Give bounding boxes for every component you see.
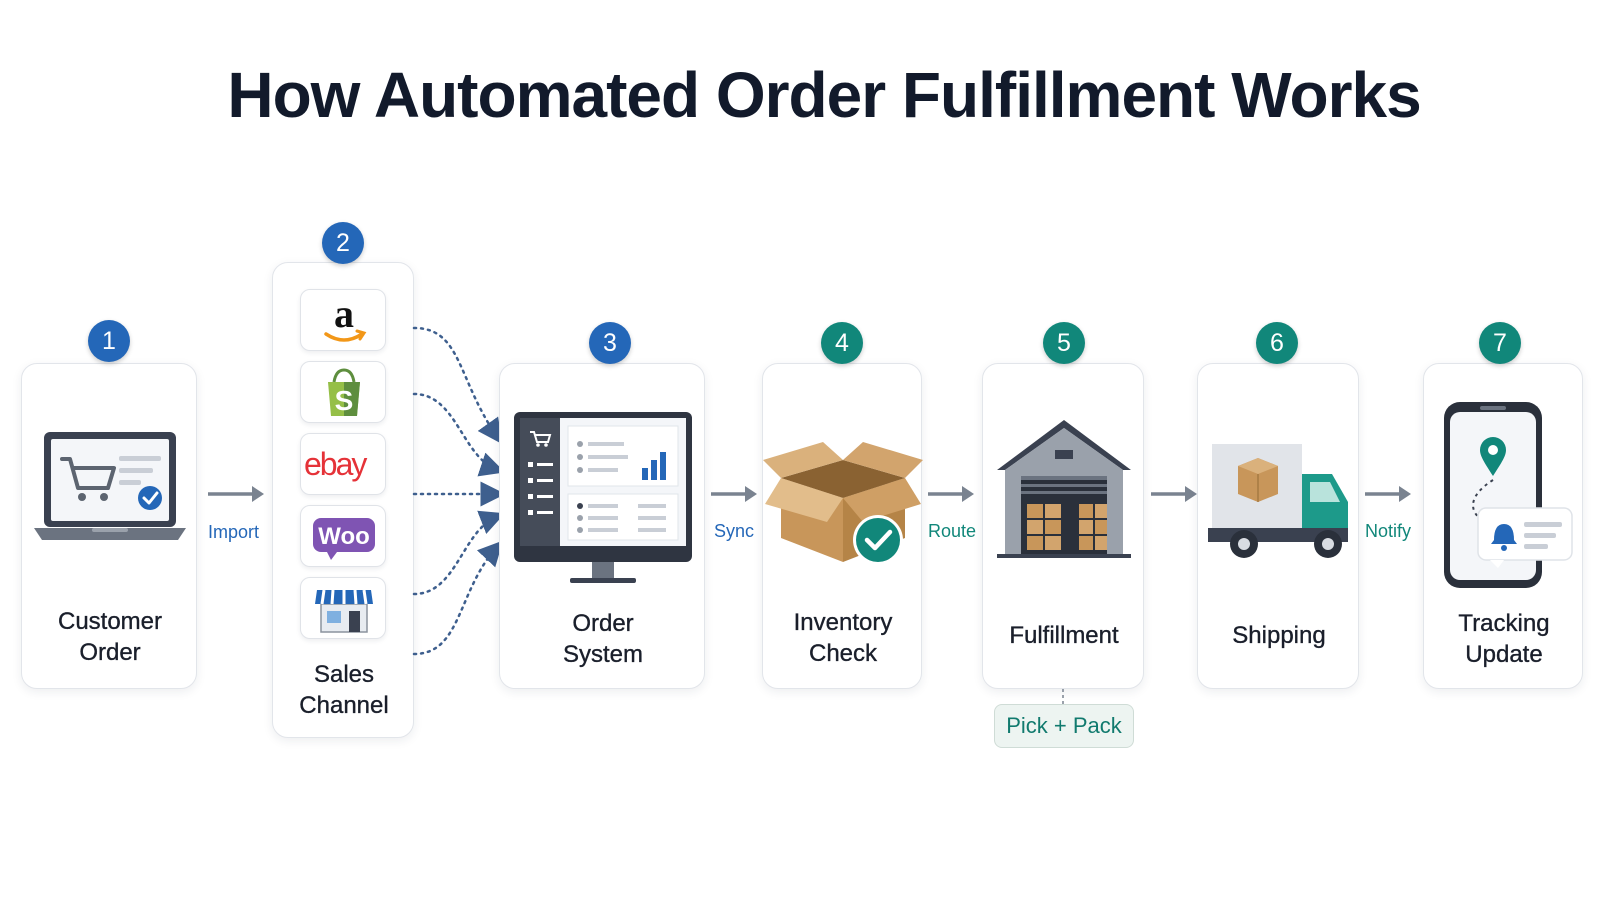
amazon-logo: a [300,289,386,351]
pick-pack-link [1062,689,1064,705]
ebay-logo: ebay [300,433,386,495]
svg-text:S: S [335,385,354,416]
dotted-channel-connectors [412,326,506,656]
step-badge-6: 6 [1256,322,1298,364]
step-badge-1: 1 [88,320,130,362]
arrow-connector-3 [928,486,974,502]
connector-label-sync: Sync [714,521,755,541]
step-card-shipping: Shipping [1197,363,1359,689]
step-badge-3: 3 [589,322,631,364]
step-card-fulfillment: Fulfillment [982,363,1144,689]
connector-label-route: Route [928,521,977,541]
arrow-connector-5 [1365,486,1411,502]
step-card-sales-channel: a S ebay Woo [272,262,414,738]
arrow-connector-2 [711,486,757,502]
laptop-cart-icon [34,432,186,540]
step-badge-4: 4 [821,322,863,364]
step-label-5: Fulfillment [1009,622,1119,649]
pick-pack-badge: Pick + Pack [994,704,1134,748]
svg-text:Woo: Woo [318,523,370,550]
step-badge-5: 5 [1043,322,1085,364]
connector-label-notify: Notify [1365,521,1412,541]
arrow-connector-1 [208,486,264,502]
monitor-dashboard-icon [514,412,692,583]
arrow-connector-4 [1151,486,1197,502]
step-badge-7: 7 [1479,322,1521,364]
svg-text:a: a [334,291,354,336]
svg-text:ebay: ebay [304,446,367,482]
step-badge-2: 2 [322,222,364,264]
shopify-logo: S [300,361,386,423]
delivery-truck-icon [1208,444,1348,558]
box-check-icon [763,442,923,565]
storefront-icon [300,577,386,639]
connector-label-import: Import [208,522,260,542]
woocommerce-logo: Woo [300,505,386,567]
diagram-title: How Automated Order Fulfillment Works [227,59,1421,131]
phone-tracking-icon [1444,402,1573,588]
step-label-6: Shipping [1232,622,1326,649]
warehouse-icon [997,420,1131,558]
